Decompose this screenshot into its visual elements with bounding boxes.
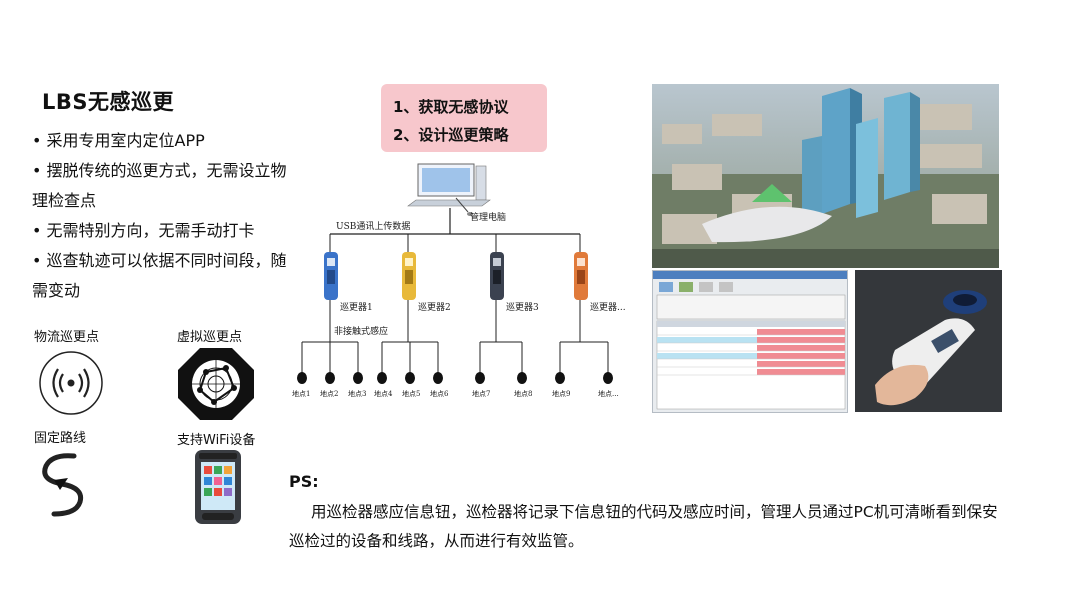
ps-heading: PS: <box>289 472 319 491</box>
feature-label: 虚拟巡更点 <box>177 330 243 345</box>
usb-label: USB通讯上传数据 <box>336 220 410 232</box>
checkpoint-button-icon <box>603 372 613 384</box>
page-title: LBS无感巡更 <box>42 90 175 114</box>
ps-description: 用巡检器感应信息钮，巡检器将记录下信息钮的代码及感应时间，管理人员通过PC机可清… <box>289 503 998 550</box>
strategy-callout: 1、获取无感协议 2、设计巡更策略 <box>381 84 547 152</box>
feature-bullets: • 采用专用室内定位APP • 摆脱传统的巡更方式，无需设立物理检查点 • 无需… <box>32 126 292 306</box>
point-label: 地点5 <box>402 389 420 398</box>
point-label: 地点1 <box>292 389 310 398</box>
bullet-item: • 摆脱传统的巡更方式，无需设立物理检查点 <box>32 161 287 210</box>
point-label: 地点4 <box>374 389 393 398</box>
checkpoint-button-icon <box>475 372 485 384</box>
feature-label: 支持WiFi设备 <box>177 433 256 448</box>
bullet-item: • 巡查轨迹可以依据不同时间段，随需变动 <box>32 251 287 300</box>
reader-device-icon <box>490 252 504 300</box>
reader-device-icon <box>574 252 588 300</box>
point-label: 地点8 <box>514 389 532 398</box>
reader-label: 巡更器2 <box>418 302 451 313</box>
checkpoint-button-icon <box>353 372 363 384</box>
reader-device-icon <box>402 252 416 300</box>
checkpoint-button-icon <box>377 372 387 384</box>
patrol-software-screenshot <box>652 270 848 413</box>
city-building-photo <box>652 84 999 268</box>
bullet-item: • 无需特别方向，无需手动打卡 <box>32 221 255 240</box>
point-label: 地点7 <box>472 389 490 398</box>
reader-device-icon <box>324 252 338 300</box>
checkpoint-button-icon <box>405 372 415 384</box>
nfc-signal-icon <box>38 350 104 420</box>
sensor-label: 非接触式感应 <box>334 325 388 337</box>
point-label: 地点6 <box>430 389 449 398</box>
virtual-point-icon <box>176 346 256 426</box>
pc-label: 管理电脑 <box>470 211 506 223</box>
point-label: 地点... <box>598 389 619 398</box>
handheld-device-icon <box>194 449 242 529</box>
point-label: 地点2 <box>320 389 338 398</box>
checkpoint-button-icon <box>325 372 335 384</box>
callout-line: 2、设计巡更策略 <box>393 126 509 144</box>
checkpoint-button-icon <box>517 372 527 384</box>
bullet-item: • 采用专用室内定位APP <box>32 131 205 150</box>
point-label: 地点3 <box>348 389 366 398</box>
point-label: 地点9 <box>552 389 570 398</box>
reader-label: 巡更器1 <box>340 302 373 313</box>
checkpoint-button-icon <box>297 372 307 384</box>
computer-icon <box>407 163 491 216</box>
route-loop-icon <box>34 450 94 524</box>
callout-line: 1、获取无感协议 <box>393 98 509 116</box>
feature-label: 物流巡更点 <box>34 330 100 345</box>
reader-label: 巡更器... <box>590 302 626 313</box>
reader-label: 巡更器3 <box>506 302 539 313</box>
checkpoint-button-icon <box>555 372 565 384</box>
feature-label: 固定路线 <box>34 431 87 446</box>
checkpoint-button-icon <box>433 372 443 384</box>
system-diagram: 管理电脑 USB通讯上传数据 巡更器1 巡更器2 <box>290 150 635 414</box>
handheld-reader-photo <box>855 270 1002 412</box>
